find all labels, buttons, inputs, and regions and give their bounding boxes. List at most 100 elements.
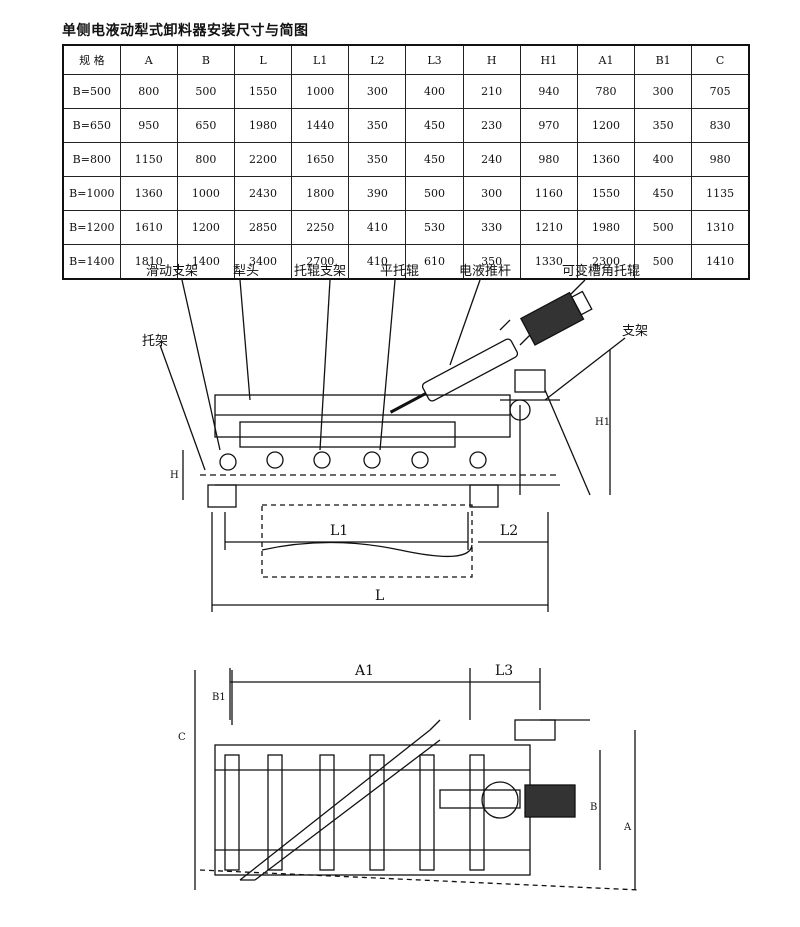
leader-sliding-frame [181, 279, 221, 451]
table-cell: 1200 [576, 108, 636, 143]
plow-blade [239, 421, 456, 448]
foot-right [469, 484, 499, 508]
table-cell: 1440 [291, 108, 350, 143]
table-cell: 400 [405, 74, 464, 109]
table-cell-spec: B=1200 [62, 210, 121, 245]
col-header-l: L [233, 44, 293, 75]
label-sliding-frame: 滑动支架 [146, 264, 198, 279]
leader-bracket [159, 344, 206, 471]
table-cell: 500 [176, 74, 235, 109]
col-header-h1: H1 [519, 44, 578, 75]
top-view-frame [214, 744, 531, 876]
dim-label-l2: L2 [500, 523, 518, 539]
table-cell: 530 [405, 210, 464, 245]
dim-label-a: A [623, 822, 632, 833]
table-cell: 980 [691, 142, 750, 177]
top-view-motor [524, 784, 576, 818]
dim-label-l1: L1 [330, 523, 348, 539]
table-cell: 1650 [291, 142, 350, 177]
table-cell: 240 [462, 142, 521, 177]
table-cell: 1210 [519, 210, 578, 245]
belt-trough-outline [261, 504, 473, 578]
table-cell: 500 [405, 176, 464, 211]
table-cell: 1980 [233, 108, 293, 143]
pivot-block [514, 369, 546, 393]
table-cell: 980 [519, 142, 578, 177]
leader-idler-bracket [319, 279, 331, 451]
table-cell: 2200 [233, 142, 293, 177]
table-cell: 830 [691, 108, 750, 143]
col-header-a: A [119, 44, 178, 75]
dim-label-l3: L3 [495, 663, 513, 679]
table-cell-spec: B=1400 [62, 244, 121, 280]
hydraulic-pusher [389, 338, 519, 414]
belt-curve [261, 541, 473, 558]
table-cell: 300 [348, 74, 407, 109]
top-view-pusher [439, 789, 521, 809]
top-view-rollers [224, 754, 485, 871]
leader-flat-idler [379, 279, 396, 451]
label-plow-head: 犁头 [233, 264, 259, 279]
col-header-l2: L2 [348, 44, 407, 75]
table-cell: 2430 [233, 176, 293, 211]
top-view-support [514, 719, 556, 741]
table-cell: 950 [119, 108, 178, 143]
table-cell: 780 [576, 74, 636, 109]
col-header-l1: L1 [291, 44, 350, 75]
label-idler-bracket: 托辊支架 [294, 264, 346, 279]
table-cell: 1360 [576, 142, 636, 177]
table-cell: 350 [634, 108, 693, 143]
table-cell: 1550 [576, 176, 636, 211]
col-header-b: B [176, 44, 235, 75]
dim-label-b: B [590, 802, 597, 813]
table-cell: 350 [348, 142, 407, 177]
table-cell: 1150 [119, 142, 178, 177]
table-cell: 1800 [291, 176, 350, 211]
table-cell: 300 [462, 176, 521, 211]
table-cell: 1550 [233, 74, 293, 109]
table-cell: 1200 [176, 210, 235, 245]
table-cell: 1810 [119, 244, 178, 280]
dim-label-h1: H1 [595, 417, 610, 428]
table-cell: 800 [119, 74, 178, 109]
table-cell: 3400 [233, 244, 293, 280]
col-header-l3: L3 [405, 44, 464, 75]
table-cell: 1360 [119, 176, 178, 211]
top-view-plow [239, 729, 441, 881]
installation-diagram: 滑动支架 犁头 托辊支架 平托辊 电液推杆 可变槽角托辊 支架 托架 L1 L2… [142, 263, 648, 891]
table-cell: 940 [519, 74, 578, 109]
table-cell: 450 [634, 176, 693, 211]
table-cell: 450 [405, 108, 464, 143]
table-cell: 410 [348, 210, 407, 245]
table-cell: 210 [462, 74, 521, 109]
col-header-h: H [462, 44, 521, 75]
table-cell: 1330 [519, 244, 578, 280]
label-flat-idler: 平托辊 [380, 264, 419, 279]
col-header-a1: A1 [576, 44, 636, 75]
leader-pusher [449, 279, 481, 366]
dim-label-l: L [375, 588, 384, 604]
table-cell: 350 [462, 244, 521, 280]
plow-body [214, 394, 511, 438]
dim-label-a1: A1 [354, 663, 374, 679]
dim-label-b1: B1 [212, 692, 226, 703]
idler-rollers [219, 399, 531, 471]
table-cell: 650 [176, 108, 235, 143]
table-cell: 500 [634, 210, 693, 245]
page-title: 单侧电液动犁式卸料器安装尺寸与简图 [62, 23, 309, 39]
col-header-b1: B1 [634, 44, 693, 75]
table-cell: 970 [519, 108, 578, 143]
pusher-motor [520, 290, 593, 346]
table-cell: 2300 [576, 244, 636, 280]
table-cell: 1410 [691, 244, 750, 280]
leader-plow-head [239, 279, 251, 401]
table-cell-spec: B=1000 [62, 176, 121, 211]
support-frame [500, 389, 591, 496]
